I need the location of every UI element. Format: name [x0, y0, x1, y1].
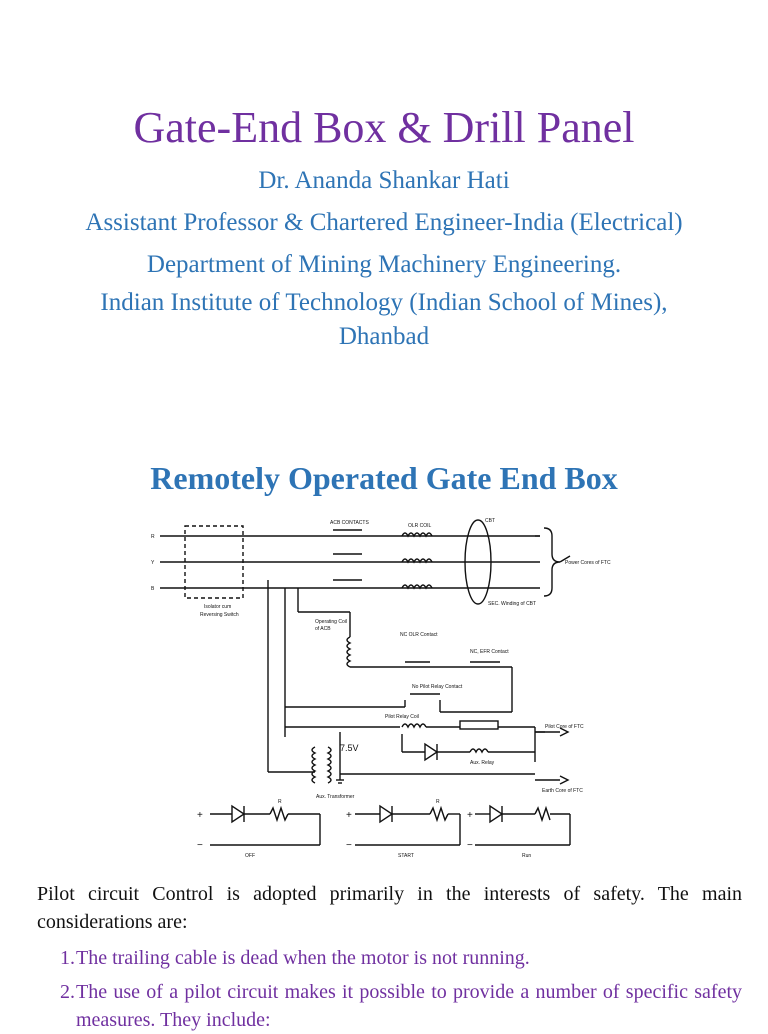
isolator-switch-box — [184, 525, 244, 599]
list-item: 1. The trailing cable is dead when the m… — [37, 944, 742, 972]
label-isolator: Isolator cum — [204, 604, 231, 610]
label-pilot-core: Pilot Core of FTC — [545, 724, 584, 730]
olr-coil-1 — [401, 532, 433, 538]
label-operating-coil: Operating Coil — [315, 619, 347, 625]
label-nc-efr: NC, EFR Contact — [470, 649, 509, 655]
author-department: Department of Mining Machinery Engineeri… — [146, 251, 622, 278]
label-plus-start: + — [346, 810, 352, 821]
list-item-text: The trailing cable is dead when the moto… — [76, 947, 530, 969]
label-aux-transformer: Aux. Transformer — [316, 794, 355, 800]
label-no-pilot: No Pilot Relay Contact — [412, 684, 463, 690]
pilot-relay-coil — [401, 723, 427, 729]
label-reversing-switch: Reversing Switch — [200, 612, 239, 618]
label-start: START — [398, 853, 414, 859]
aux-transformer-secondary — [326, 746, 332, 784]
gate-end-box-circuit-diagram: R Y B ACB CONTACTS OLR COIL CBT Power Co… — [151, 518, 611, 859]
label-aux-relay: Aux. Relay — [470, 760, 495, 766]
label-of-acb: of ACB — [315, 626, 331, 632]
off-diode — [231, 804, 246, 824]
label-voltage: 7.5V — [340, 743, 359, 753]
label-run: Run — [522, 853, 531, 859]
acb-operating-coil — [346, 636, 352, 668]
label-power-cores: Power Cores of FTC — [565, 560, 611, 566]
list-item-number: 1. — [60, 947, 75, 969]
label-minus-start: − — [346, 840, 352, 851]
label-r-off: R — [278, 799, 282, 805]
start-diode — [379, 804, 394, 824]
label-pilot-relay-coil: Pilot Relay Coil — [385, 714, 419, 720]
list-item-number: 2. — [60, 981, 75, 1003]
section-title: Remotely Operated Gate End Box — [150, 460, 618, 496]
start-resistor — [429, 805, 449, 823]
label-b: B — [151, 586, 155, 592]
label-olr-coil: OLR COIL — [408, 523, 432, 529]
author-block: Dr. Ananda Shankar Hati Assistant Profes… — [0, 160, 768, 354]
label-minus-run: − — [467, 840, 473, 851]
label-acb-contacts: ACB CONTACTS — [330, 520, 369, 526]
list-item-text: The use of a pilot circuit makes it poss… — [76, 981, 742, 1031]
olr-coil-3 — [401, 584, 433, 590]
diode — [424, 742, 439, 762]
author-designation: Assistant Professor & Chartered Engineer… — [85, 209, 683, 236]
label-y: Y — [151, 560, 155, 566]
run-resistor — [534, 805, 551, 823]
author-city: Dhanbad — [338, 323, 430, 350]
label-nc-olr: NC OLR Contact — [400, 632, 438, 638]
off-resistor — [269, 805, 289, 823]
run-diode — [489, 804, 504, 824]
cbt-ellipse — [464, 519, 492, 605]
aux-transformer-primary — [311, 746, 317, 784]
label-plus-run: + — [467, 810, 473, 821]
label-r: R — [151, 534, 155, 540]
considerations-list: 1. The trailing cable is dead when the m… — [37, 944, 742, 1034]
label-earth-core: Earth Core of FTC — [542, 788, 583, 794]
author-institute: Indian Institute of Technology (Indian S… — [100, 289, 668, 316]
list-item: 2. The use of a pilot circuit makes it p… — [37, 978, 742, 1034]
power-cores-brace — [543, 527, 561, 597]
label-minus-off: − — [197, 840, 203, 851]
label-off: OFF — [245, 853, 255, 859]
aux-relay-coil — [469, 748, 489, 754]
author-name: Dr. Ananda Shankar Hati — [258, 167, 510, 194]
intro-paragraph: Pilot circuit Control is adopted primari… — [37, 883, 742, 933]
label-r-start: R — [436, 799, 440, 805]
label-sec-winding: SEC. Winding of CBT — [488, 601, 536, 607]
aux-relay-contact — [459, 720, 499, 730]
label-cbt: CBT — [485, 518, 495, 524]
label-plus-off: + — [197, 810, 203, 821]
page-title: Gate-End Box & Drill Panel — [133, 103, 635, 152]
olr-coil-2 — [401, 558, 433, 564]
